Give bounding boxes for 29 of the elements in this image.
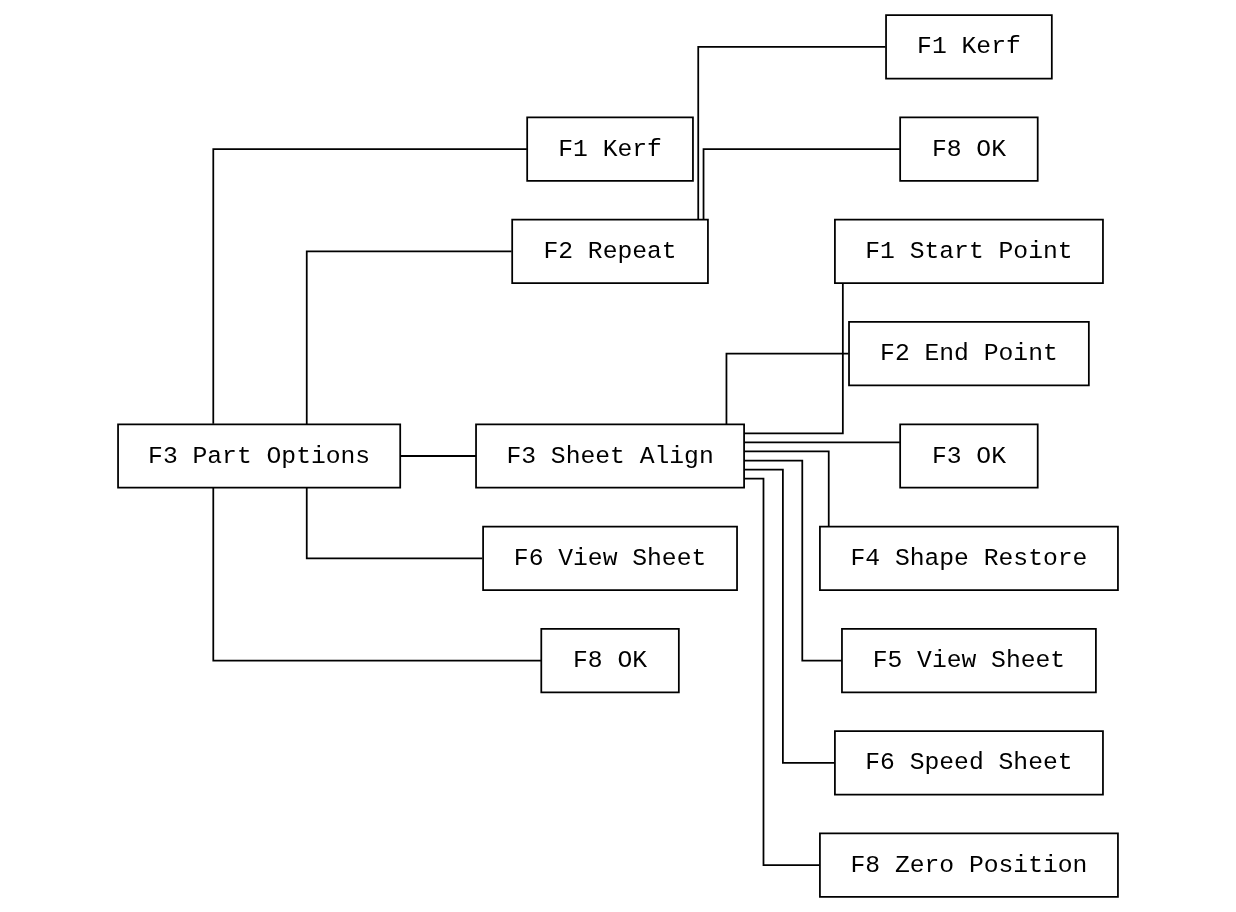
connector: [399, 455, 477, 457]
connector: [743, 283, 844, 435]
connector: [743, 441, 901, 444]
node-box: F3 Part Options: [117, 423, 402, 489]
node-box: F3 OK: [899, 423, 1039, 489]
connector: [305, 250, 513, 425]
connector: [743, 450, 830, 528]
node-box: F1 Kerf: [885, 14, 1053, 80]
connector: [702, 148, 901, 221]
node-box: F4 Shape Restore: [819, 525, 1119, 591]
node-box: F2 End Point: [848, 321, 1090, 387]
connector: [743, 477, 821, 866]
connector: [725, 352, 850, 426]
node-box: F8 Zero Position: [819, 832, 1119, 898]
connector: [743, 468, 836, 764]
node-box: F2 Repeat: [511, 218, 709, 285]
node-box: F8 OK: [540, 627, 680, 694]
node-box: F1 Start Point: [834, 218, 1104, 285]
node-box: F1 Kerf: [526, 116, 694, 182]
node-box: F6 View Sheet: [482, 525, 738, 591]
connector: [212, 487, 542, 662]
connector: [212, 148, 528, 425]
node-box: F5 View Sheet: [841, 627, 1097, 694]
connector: [743, 459, 843, 662]
node-box: F6 Speed Sheet: [834, 730, 1104, 796]
connector: [697, 46, 887, 221]
connector: [305, 486, 484, 560]
node-box: F8 OK: [899, 116, 1039, 182]
node-box: F3 Sheet Align: [475, 423, 745, 489]
